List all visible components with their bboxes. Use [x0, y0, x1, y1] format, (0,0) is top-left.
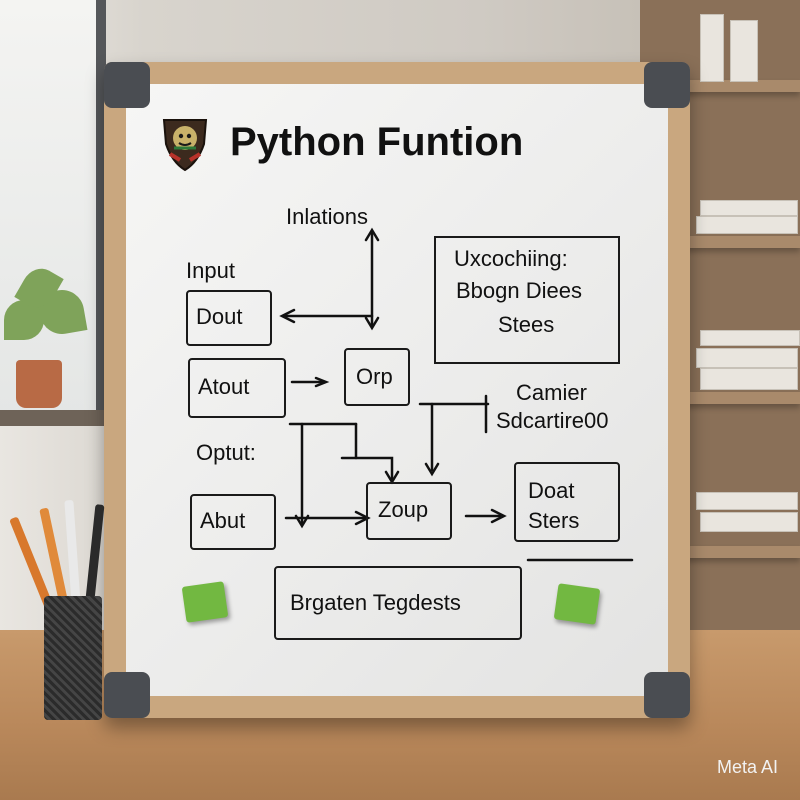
book: [696, 348, 798, 368]
box-dout: [186, 290, 272, 346]
box-dout-text: Dout: [196, 304, 243, 329]
frame-corner: [104, 672, 150, 718]
note-line-3: Stees: [498, 312, 555, 337]
python-logo-icon: [162, 119, 208, 172]
book: [700, 512, 798, 532]
window-sill: [0, 410, 120, 426]
pencil-cup: [44, 596, 102, 720]
box-zoup-text: Zoup: [378, 497, 429, 522]
board-title: Python Funtion: [230, 120, 524, 164]
box-abut: [190, 494, 276, 550]
box-doat-text: Doat: [528, 478, 575, 503]
book: [696, 216, 798, 234]
book: [700, 14, 724, 82]
box-note: [434, 236, 620, 364]
watermark: Meta AI: [716, 757, 778, 777]
label-camier: Camier: [516, 380, 587, 405]
frame-corner: [644, 62, 690, 108]
box-atout-text: Atout: [198, 374, 250, 399]
box-bottom: [274, 566, 522, 640]
book: [700, 200, 798, 216]
box-abut-text: Abut: [200, 508, 246, 533]
book: [730, 20, 758, 82]
box-orp: [344, 348, 410, 406]
box-sters-text: Sters: [528, 508, 580, 533]
box-zoup: [366, 482, 452, 540]
frame-corner: [644, 672, 690, 718]
frame-corner: [104, 62, 150, 108]
label-sdcartire: Sdcartire00: [496, 408, 609, 433]
box-bottom-text: Brgaten Tegdests: [290, 590, 461, 615]
window: [0, 0, 106, 420]
book: [700, 368, 798, 390]
label-inlations: Inlations: [286, 204, 368, 229]
note-line-1: Uxcochiing:: [454, 246, 568, 271]
box-orp-text: Orp: [356, 364, 393, 389]
book: [696, 492, 798, 510]
label-input: Input: [186, 258, 235, 283]
label-optut: Optut:: [196, 440, 256, 465]
plant-pot: [16, 360, 62, 408]
box-doat-sters: [514, 462, 620, 542]
green-magnet: [553, 583, 601, 625]
box-atout: [188, 358, 286, 418]
green-magnet: [181, 581, 229, 623]
note-line-2: Bbogn Diees: [456, 278, 582, 303]
